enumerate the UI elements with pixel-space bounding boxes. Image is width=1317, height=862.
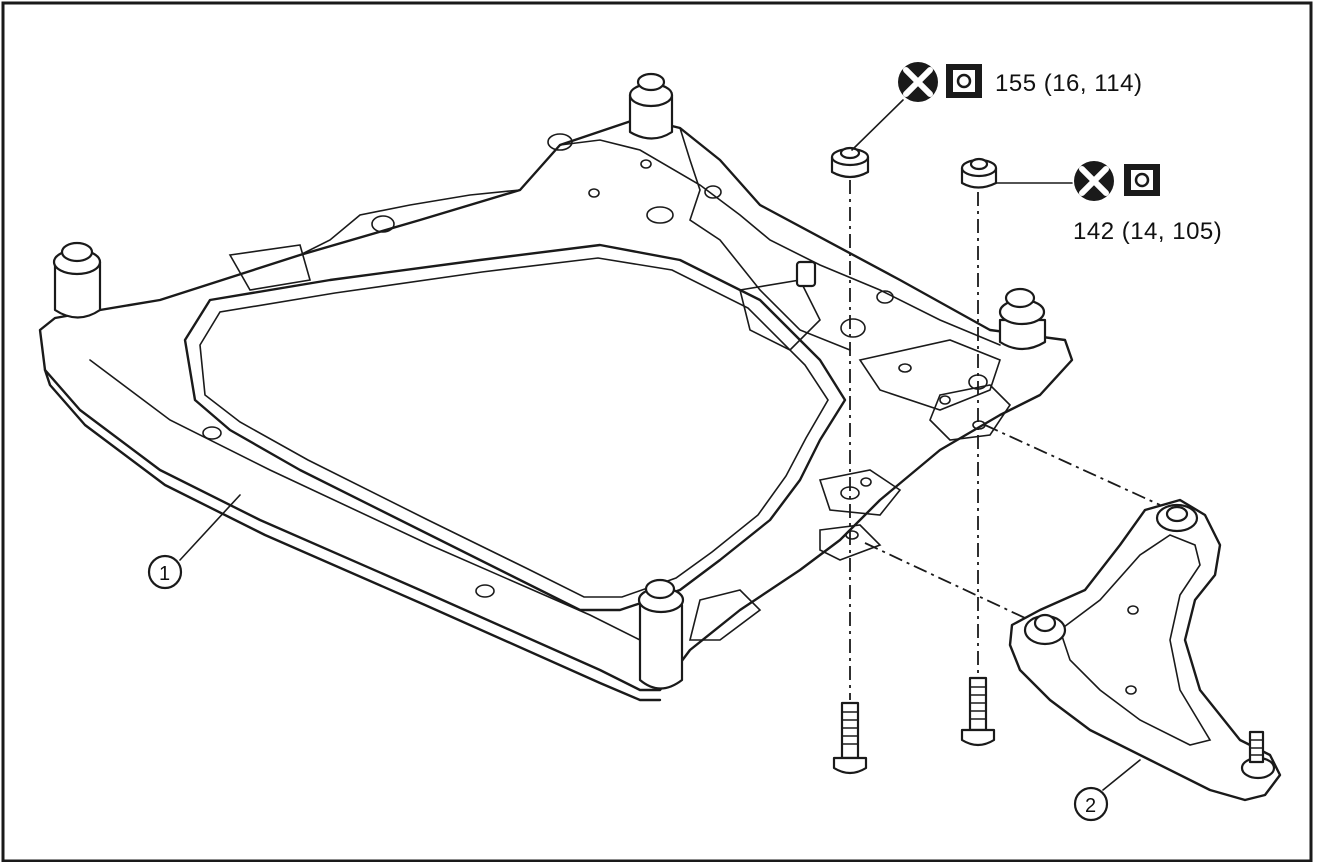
torque-wrench-icon	[946, 64, 982, 98]
callout-part-1: 1	[147, 494, 241, 590]
torque-wrench-icon	[1124, 164, 1160, 196]
bushing-rear-right	[628, 72, 674, 140]
do-not-reuse-icon	[1074, 161, 1114, 201]
bolt-left	[832, 701, 868, 775]
torque-label-upper: 155 (16, 114)	[995, 70, 1143, 97]
callout-1-label: 1	[159, 563, 170, 585]
torque-label-lower: 142 (14, 105)	[1073, 218, 1223, 245]
do-not-reuse-icon	[898, 62, 938, 102]
nut-right	[960, 157, 998, 189]
transverse-link	[1008, 498, 1282, 802]
bolt-right	[960, 676, 996, 747]
bushing-front-right	[998, 287, 1047, 351]
callout-2-label: 2	[1085, 795, 1096, 817]
nut-left	[830, 146, 870, 179]
bushing-rear-left	[52, 241, 102, 319]
suspension-member	[38, 72, 1074, 702]
callout-part-2: 2	[1073, 759, 1141, 822]
alignment-lines	[849, 180, 1161, 700]
bushing-front-left	[637, 578, 685, 690]
